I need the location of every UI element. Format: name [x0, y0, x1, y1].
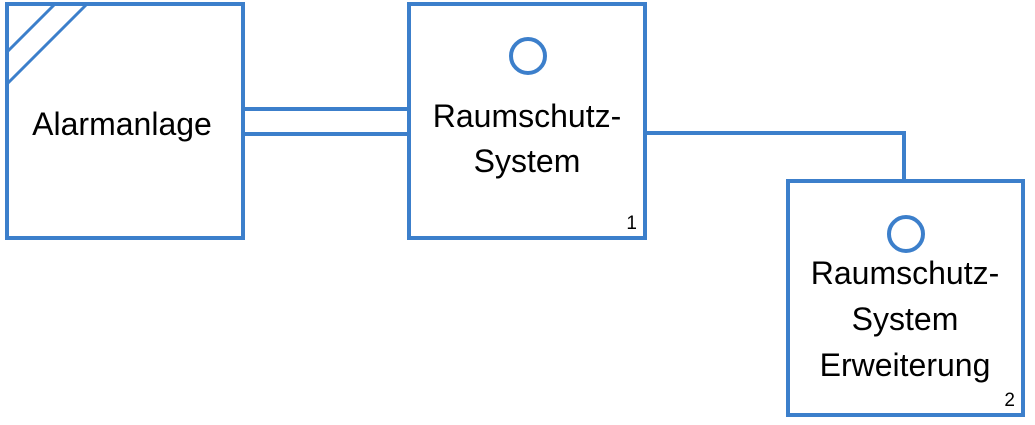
alarm-unit-label: Alarmanlage	[32, 106, 212, 142]
room-system-extension-label-line-3: Erweiterung	[820, 347, 991, 383]
room-system-extension-label-line-2: System	[852, 301, 959, 337]
room-system-number: 1	[626, 213, 637, 234]
hatch-line-2	[5, 2, 89, 86]
status-ring-icon	[509, 37, 547, 75]
block-room-system: Raumschutz- System 1	[407, 2, 647, 240]
room-system-label-line-2: System	[474, 143, 581, 179]
room-system-label-line-1: Raumschutz-	[433, 98, 622, 134]
hatch-line-1	[5, 2, 57, 54]
status-ring-icon	[887, 215, 925, 253]
room-system-extension-label-line-1: Raumschutz-	[811, 255, 1000, 291]
block-room-system-extension: Raumschutz- System Erweiterung 2	[786, 179, 1025, 417]
room-system-extension-number: 2	[1004, 390, 1015, 411]
block-alarm-unit: Alarmanlage	[5, 2, 245, 240]
connector-system-to-extension	[646, 131, 906, 180]
